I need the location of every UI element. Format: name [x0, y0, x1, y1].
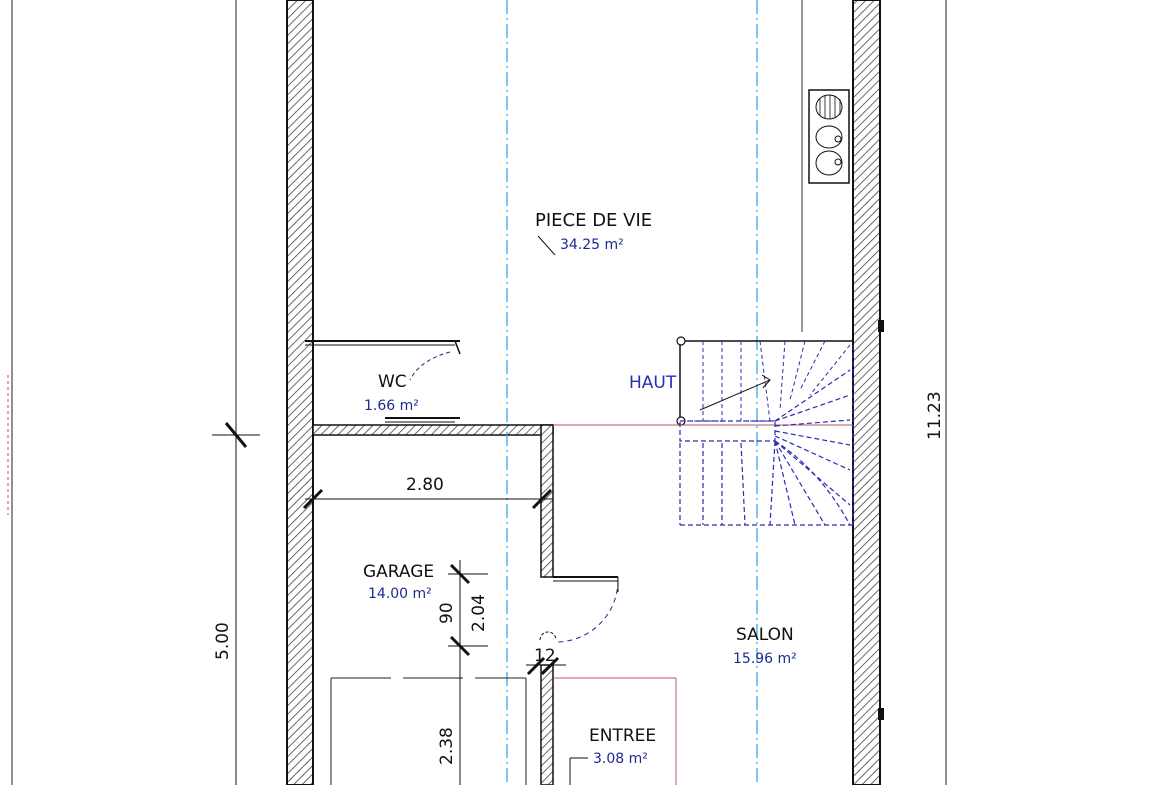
- room-name-entree: ENTREE: [589, 726, 656, 746]
- dim-tick: [449, 635, 471, 657]
- door-swing: [555, 579, 619, 643]
- wc-door-swing: [409, 351, 451, 381]
- stair-arrow: [699, 379, 771, 411]
- sink-tap: [834, 135, 842, 143]
- dim-tick: [224, 422, 248, 448]
- dim-tick: [526, 656, 546, 676]
- dim-left-length: 5.00: [213, 622, 233, 660]
- room-area-piece-de-vie: 34.25 m²: [560, 237, 624, 253]
- stair-direction-label: HAUT: [629, 373, 677, 393]
- dim-door-height: 2.04: [469, 594, 489, 632]
- wc-door-jamb: [454, 340, 461, 355]
- sink-bowl: [815, 94, 843, 120]
- sink-drain: [834, 158, 842, 166]
- dim-tick: [302, 488, 324, 510]
- stair-arrow-head: [761, 374, 771, 389]
- room-name-wc: WC: [378, 372, 407, 392]
- partition-garage-right-lower: [540, 664, 554, 785]
- partition-garage-right: [540, 424, 554, 578]
- room-area-garage: 14.00 m²: [368, 586, 432, 602]
- room-name-garage: GARAGE: [363, 562, 434, 582]
- stair-post: [676, 336, 686, 346]
- dim-overall-length: 11.23: [925, 391, 945, 440]
- sink-bowl: [815, 125, 843, 149]
- wall-left: [286, 0, 314, 785]
- wall-marker: [878, 320, 884, 332]
- leader-line: [537, 235, 556, 256]
- dim-arc: [539, 631, 557, 641]
- room-area-wc: 1.66 m²: [364, 398, 419, 414]
- dim-wall-thickness: 12: [534, 646, 556, 666]
- stair-lower: [679, 345, 854, 526]
- dim-door-width: 90: [437, 602, 457, 624]
- room-area-entree: 3.08 m²: [593, 751, 648, 767]
- dim-tick: [540, 656, 560, 676]
- dim-tick: [449, 563, 471, 585]
- room-area-salon: 15.96 m²: [733, 651, 797, 667]
- room-name-piece-de-vie: PIECE DE VIE: [535, 210, 652, 231]
- wall-marker: [878, 708, 884, 720]
- wall-right: [852, 0, 881, 785]
- sink-bowl: [815, 150, 843, 176]
- dim-garage-width: 2.80: [406, 475, 444, 495]
- partition-garage-top: [312, 424, 554, 436]
- room-name-salon: SALON: [736, 625, 794, 645]
- dim-tick: [531, 488, 553, 510]
- stair-upper: [680, 340, 851, 422]
- dim-garage-door: 2.38: [437, 727, 457, 765]
